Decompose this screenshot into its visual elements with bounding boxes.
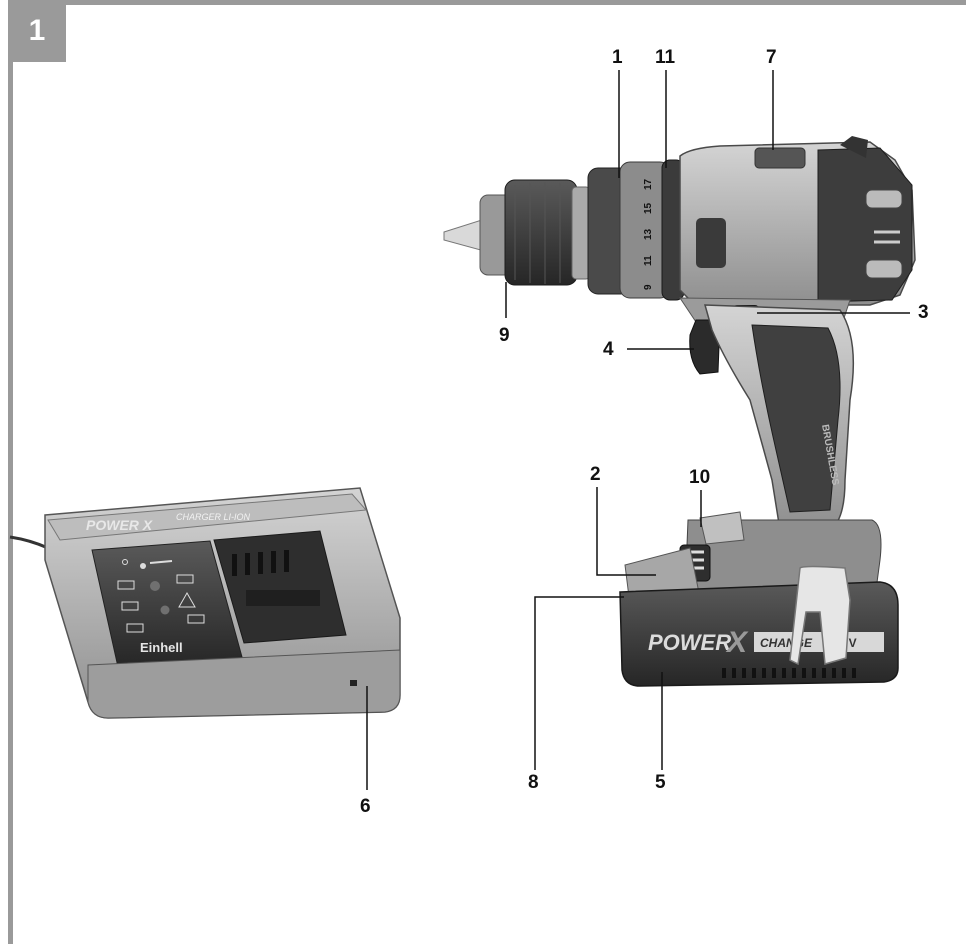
vent-slot (732, 668, 736, 678)
frame-left-border (8, 0, 13, 944)
slot-contact (284, 550, 289, 572)
vent-slot (762, 668, 766, 678)
vent-slot (812, 668, 816, 678)
frame-top-border (8, 0, 966, 5)
vent-slot (742, 668, 746, 678)
callout-7: 7 (766, 47, 777, 68)
callout-9: 9 (499, 325, 510, 346)
charger-logo-text: Einhell (140, 640, 183, 655)
charger-cable (9, 535, 49, 550)
slot-contact (245, 553, 250, 575)
vent-slot (792, 668, 796, 678)
status-led (150, 581, 160, 591)
callout-1: 1 (612, 47, 623, 68)
rear-cap (817, 147, 913, 303)
leader-8 (534, 596, 624, 770)
charger-status-panel (91, 540, 243, 668)
battery-icon (176, 574, 194, 584)
battery-vent (722, 668, 856, 678)
charger-wall-mount-hole (350, 680, 357, 686)
charger: POWER X CHARGER LI-ION Einhell (9, 487, 401, 719)
plug-icon (149, 560, 173, 564)
charge-indicator-button (699, 511, 745, 545)
status-led (160, 605, 170, 615)
slot-guide (246, 590, 320, 606)
torque-mark-11: 11 (643, 255, 654, 266)
callout-3: 3 (918, 302, 929, 323)
vent-slot (772, 668, 776, 678)
leader-lines (366, 70, 910, 790)
leader-2 (596, 487, 656, 576)
vent-slot (782, 668, 786, 678)
chuck-collar (571, 186, 591, 280)
vent-slot (752, 668, 756, 678)
torque-mark-15: 15 (643, 202, 654, 214)
battery-check-icon (126, 623, 144, 633)
vent-slot (852, 668, 856, 678)
chuck (504, 179, 578, 286)
callout-2: 2 (590, 464, 601, 485)
callout-6: 6 (360, 796, 371, 817)
trigger-switch (689, 319, 721, 375)
charger-base (87, 649, 401, 719)
drill: 9 11 13 15 17 BRUSHLESS POWER X CHANGE 1… (443, 136, 916, 687)
figure-number-tab: 1 (8, 0, 66, 62)
torque-mark-9: 9 (643, 284, 654, 290)
callout-11: 11 (655, 47, 676, 68)
slot-contact (258, 552, 263, 574)
slot-contact (232, 554, 237, 576)
charger-top-strip (47, 493, 368, 541)
vent-slot (722, 668, 726, 678)
figure-number: 1 (28, 14, 46, 47)
gear-selector-switch (754, 147, 806, 169)
callout-8: 8 (528, 772, 539, 793)
battery-icon (121, 601, 139, 611)
belt-clip (789, 565, 851, 666)
callout-10: 10 (689, 467, 711, 488)
charger-brand-text: POWER X (86, 517, 154, 533)
housing-vent-panel (696, 218, 726, 268)
handle-grip (751, 324, 841, 513)
belt-hook-top (840, 136, 868, 158)
callout-4: 4 (603, 339, 614, 360)
warning-icon (178, 591, 196, 608)
callout-5: 5 (655, 772, 666, 793)
torque-mark-17: 17 (643, 178, 654, 190)
vent-slot (802, 668, 806, 678)
battery-icon (187, 614, 205, 624)
charger-model-text: CHARGER LI-ION (176, 512, 251, 522)
battery-icon (117, 580, 135, 590)
battery-brand: POWER (648, 630, 731, 655)
battery-brand-x: X (725, 626, 749, 659)
sun-icon (140, 563, 146, 569)
slot-contact (271, 551, 276, 573)
rear-vent (865, 259, 903, 279)
vent-slot (842, 668, 846, 678)
battery-change-strip (754, 632, 884, 652)
rear-vent (865, 189, 903, 209)
vent-slot (822, 668, 826, 678)
vent-slot (832, 668, 836, 678)
battery-change-text: CHANGE (760, 636, 813, 650)
torque-mark-13: 13 (643, 228, 654, 240)
led-power-icon (122, 559, 128, 565)
